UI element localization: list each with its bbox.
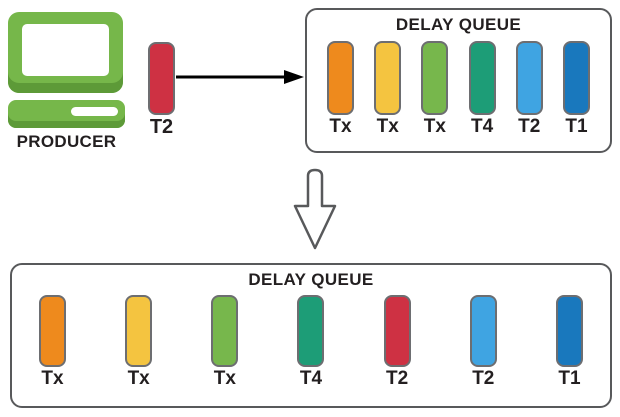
queue-item: T2 <box>383 295 411 390</box>
computer-keyboard-bar <box>71 107 118 116</box>
incoming-message-token <box>148 42 175 115</box>
computer-icon <box>8 12 123 93</box>
message-token <box>515 41 543 115</box>
message-token-label: Tx <box>127 368 150 389</box>
message-token <box>125 295 153 367</box>
message-token <box>327 41 354 115</box>
message-token <box>562 41 590 115</box>
message-token-label: T4 <box>299 368 323 389</box>
message-token-label: T2 <box>518 116 541 137</box>
queue-item: Tx <box>125 295 153 390</box>
delay-queue-before-title: DELAY QUEUE <box>395 15 522 34</box>
message-token <box>468 41 496 115</box>
producer-label: PRODUCER <box>16 132 117 151</box>
delay-queue-before-items: Tx Tx Tx T4 T2 <box>307 35 610 138</box>
queue-item: T1 <box>562 41 590 138</box>
computer-screen <box>22 24 109 76</box>
queue-item: Tx <box>39 295 66 390</box>
message-token <box>297 295 325 367</box>
message-token-label: T2 <box>386 368 409 389</box>
delay-queue-after-items: Tx Tx Tx T4 T2 <box>12 290 610 390</box>
queue-item: Tx <box>374 41 402 138</box>
incoming-message-label: T2 <box>149 116 174 138</box>
computer-keyboard <box>8 100 125 128</box>
queue-item: Tx <box>327 41 354 138</box>
message-token <box>383 295 411 367</box>
queue-item: T2 <box>469 295 497 390</box>
message-token <box>555 295 583 367</box>
queue-item: T4 <box>297 295 325 390</box>
queue-item: T2 <box>515 41 543 138</box>
queue-item: T1 <box>555 295 583 390</box>
message-token-label: Tx <box>423 116 446 137</box>
message-token-label: Tx <box>329 116 352 137</box>
message-token-label: Tx <box>41 368 64 389</box>
message-token <box>39 295 66 367</box>
delay-queue-after-title: DELAY QUEUE <box>248 270 374 289</box>
delay-queue-before: DELAY QUEUE Tx Tx Tx <box>305 8 612 153</box>
delay-queue-after: DELAY QUEUE Tx Tx Tx <box>10 263 612 408</box>
message-token-label: Tx <box>213 368 236 389</box>
message-token-label: T4 <box>470 116 494 137</box>
message-token-label: T2 <box>472 368 495 389</box>
message-token <box>469 295 497 367</box>
queue-item: Tx <box>211 295 239 390</box>
message-token <box>211 295 239 367</box>
message-token-label: Tx <box>376 116 399 137</box>
right-arrow-icon <box>176 70 304 84</box>
message-token-label: T1 <box>558 368 581 389</box>
incoming-message: T2 <box>148 42 175 139</box>
queue-item: Tx <box>421 41 449 138</box>
message-token <box>374 41 402 115</box>
message-token <box>421 41 449 115</box>
queue-item: T4 <box>468 41 496 138</box>
message-token-label: T1 <box>565 116 588 137</box>
down-arrow-icon <box>293 168 337 250</box>
